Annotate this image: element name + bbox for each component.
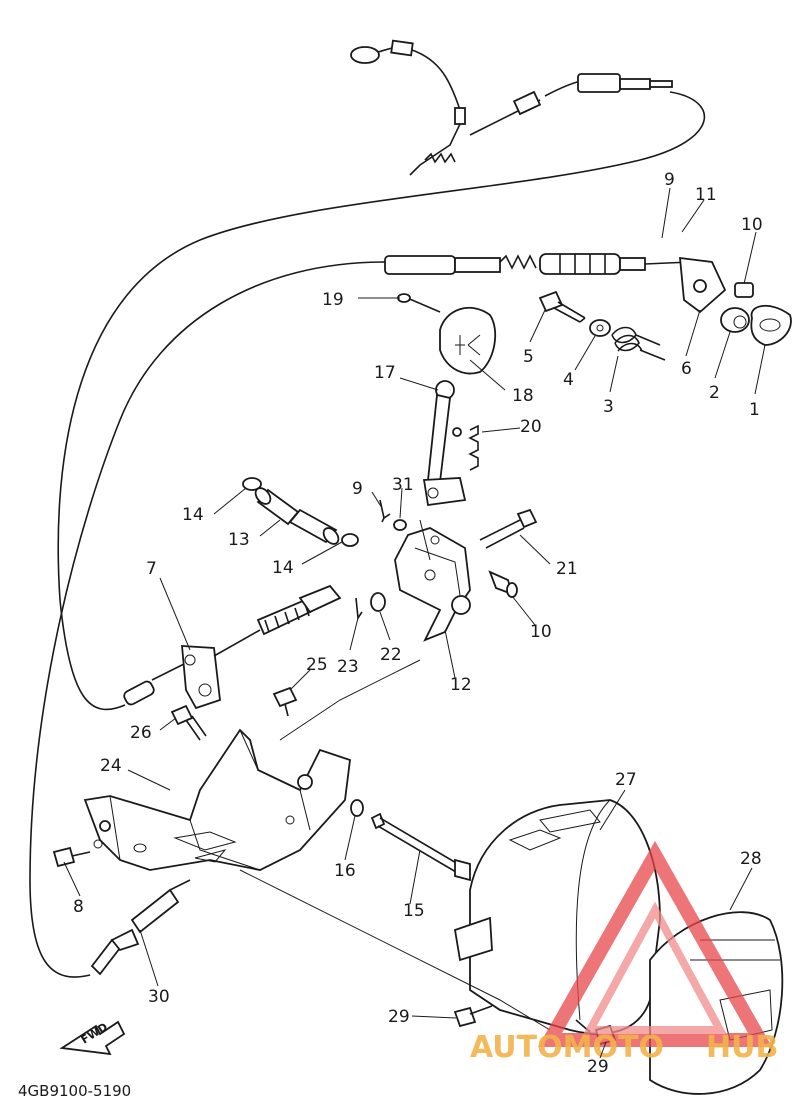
watermark-text-left: AUTOMOTO: [470, 1030, 664, 1065]
part-10-pin-top: [734, 282, 754, 298]
callout-19: 19: [322, 290, 344, 310]
part-22-washer: [370, 592, 386, 612]
part-15-bolt: [370, 812, 471, 882]
callout-15: 15: [403, 901, 425, 921]
callout-31: 31: [392, 475, 414, 495]
assembly-guide-1: [279, 659, 421, 741]
callout-13: 13: [228, 530, 250, 550]
callout-6: 6: [681, 359, 692, 379]
part-20-spring: [452, 424, 479, 471]
part-4-washer: [589, 319, 611, 337]
part-31-washer: [393, 519, 407, 531]
callout-9-top: 9: [664, 170, 675, 190]
part-code: 4GB9100-5190: [18, 1082, 131, 1100]
callout-14-top: 14: [182, 505, 204, 525]
callout-3: 3: [603, 397, 614, 417]
part-23-clip: [355, 597, 363, 621]
callout-30: 30: [148, 987, 170, 1007]
cable-lower-loop: [29, 261, 386, 978]
callout-10-top: 10: [741, 215, 763, 235]
callout-7: 7: [146, 559, 157, 579]
part-10-pin-lower: [488, 570, 518, 598]
callout-26: 26: [130, 723, 152, 743]
callout-27: 27: [615, 770, 637, 790]
upper-cable-assembly: [384, 253, 727, 314]
callout-14-lower: 14: [272, 558, 294, 578]
callout-21: 21: [556, 559, 578, 579]
callout-labels: 1 2 3 4 5 6 7 8 9 9 10 10 11 12 13 14 14…: [73, 170, 763, 1077]
part-2-collar: [720, 307, 750, 333]
callout-20: 20: [520, 417, 542, 437]
assembly-guide-3: [419, 519, 431, 561]
part-5-bolt: [538, 290, 586, 323]
part-19-screw: [397, 293, 441, 313]
callout-12: 12: [450, 675, 472, 695]
watermark-text-right: HUB: [706, 1030, 778, 1065]
top-cable-assembly: [350, 39, 673, 176]
callout-10-lower: 10: [530, 622, 552, 642]
part-26-bolt: [170, 704, 207, 741]
callout-28: 28: [740, 849, 762, 869]
part-21-bolt: [479, 508, 538, 549]
part-29-bolt-left: [453, 1005, 493, 1028]
callout-25: 25: [306, 655, 328, 675]
callout-29-right: 29: [587, 1057, 609, 1077]
callout-9-mid: 9: [352, 479, 363, 499]
callout-23: 23: [337, 657, 359, 677]
throttle-cable-line: [57, 91, 706, 711]
part-8-bolt: [52, 846, 91, 868]
callout-5: 5: [523, 347, 534, 367]
part-14-washer-top: [242, 477, 262, 491]
part-7-cable: [123, 584, 342, 710]
watermark-logo-icon: [537, 840, 773, 1047]
callout-16: 16: [334, 861, 356, 881]
part-27-housing: [453, 799, 661, 1035]
part-13-shaft: [254, 487, 340, 545]
callout-18: 18: [512, 386, 534, 406]
part-30-sensor: [90, 879, 191, 976]
part-14-washer-lower: [341, 533, 359, 547]
part-24-main-bracket: [83, 728, 351, 871]
part-9-clip: [379, 499, 391, 523]
callout-11: 11: [695, 185, 717, 205]
callout-17: 17: [374, 363, 396, 383]
callout-4: 4: [563, 370, 574, 390]
callout-2: 2: [709, 383, 720, 403]
callout-24: 24: [100, 756, 122, 776]
callout-22: 22: [380, 645, 402, 665]
part-16-washer: [350, 799, 364, 817]
part-1-grommet: [750, 305, 792, 346]
part-17-lever: [422, 380, 467, 507]
assembly-guide-2: [239, 869, 551, 1031]
part-12-bracket: [394, 527, 471, 642]
callout-8: 8: [73, 897, 84, 917]
fwd-arrow-icon: FWD: [59, 1020, 126, 1056]
part-3-spring: [611, 326, 666, 361]
leader-lines: [63, 187, 766, 1059]
part-18-knob: [439, 306, 497, 375]
callout-1: 1: [749, 400, 760, 420]
part-25-bolt: [272, 686, 298, 717]
callout-29-left: 29: [388, 1007, 410, 1027]
